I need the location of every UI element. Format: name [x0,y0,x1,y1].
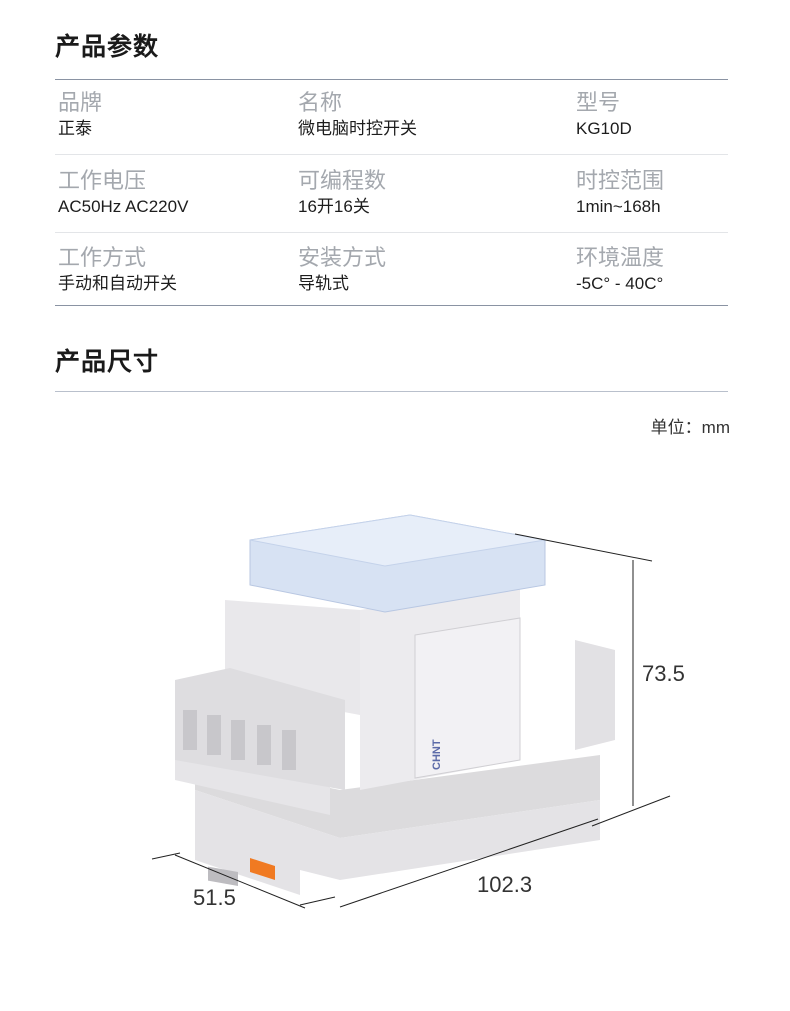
param-value: 手动和自动开关 [58,274,177,293]
table-bottom-divider [55,305,728,306]
param-label: 品牌 [58,90,103,115]
height-dimension: 73.5 [642,661,685,686]
param-cell: 名称微电脑时控开关 [298,90,417,140]
param-label: 时控范围 [576,168,665,193]
row-divider [55,154,728,155]
param-value: -5C° - 40C° [576,274,664,293]
param-cell: 可编程数 16开16关 [298,168,386,218]
param-value: 正泰 [58,119,92,138]
length-dimension: 102.3 [477,872,532,897]
divider [55,391,728,392]
brand-logo: CHNT [431,739,443,770]
width-dimension: 51.5 [193,885,236,910]
param-label: 型号 [576,90,621,115]
dimension-lines [151,533,671,909]
size-title: 产品尺寸 [55,348,160,376]
din-clip [250,858,275,880]
param-value: 微电脑时控开关 [298,119,417,138]
param-value: KG10D [576,119,632,138]
param-cell: 工作电压 AC50Hz AC220V [58,168,188,218]
row-divider [55,232,728,233]
param-label: 工作电压 [58,168,147,193]
param-label: 名称 [298,90,343,115]
param-value: 16开16关 [298,197,370,216]
param-value: 导轨式 [298,274,349,293]
param-cell: 环境温度 -5C° - 40C° [576,245,664,295]
param-cell: 型号 KG10D [576,90,632,140]
param-cell: 品牌正泰 [58,90,102,140]
unit-label: 单位：mm [650,418,730,437]
param-label: 工作方式 [58,245,147,270]
param-cell: 工作方式手动和自动开关 [58,245,177,295]
param-label: 安装方式 [298,245,387,270]
param-label: 环境温度 [576,245,665,270]
param-cell: 安装方式导轨式 [298,245,386,295]
param-cell: 时控范围 1min~168h [576,168,664,218]
params-title: 产品参数 [55,33,160,61]
product-image: CHNT [175,514,615,895]
divider [55,79,728,80]
param-value: AC50Hz AC220V [58,197,189,216]
param-label: 可编程数 [298,168,387,193]
param-value: 1min~168h [576,197,661,216]
